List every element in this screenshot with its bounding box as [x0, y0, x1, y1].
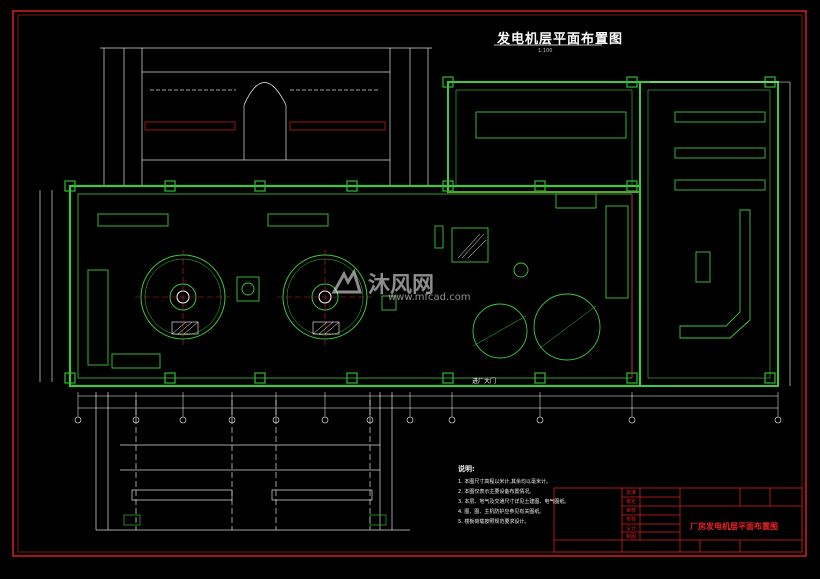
title-block-row: 制图 [626, 534, 637, 540]
upstream-structure [100, 47, 432, 186]
watermark-logo-icon [331, 268, 363, 294]
note-item: 5. 楼板荷载按照规范要求设计。 [458, 519, 530, 525]
title-block-drawing-name: 厂房发电机层平面布置图 [690, 522, 778, 531]
columns [64, 76, 776, 384]
title-block [553, 487, 803, 553]
axis-markers [74, 392, 782, 424]
watermark-url: www.mfcad.com [388, 292, 471, 303]
column [764, 372, 776, 384]
title-block-row: 批准 [626, 490, 637, 496]
column [164, 372, 176, 384]
hatch-grids [171, 233, 487, 335]
note-item: 3. 本层、地气及交通尺寸详见土建图、电气图纸。 [458, 499, 570, 505]
watermark-name: 沐风网 [368, 273, 435, 298]
axis-bubble [406, 416, 414, 424]
column [164, 180, 176, 192]
column [346, 180, 358, 192]
column [626, 180, 638, 192]
column [442, 76, 454, 88]
dimension-lines [39, 81, 791, 409]
title-block-row: 设计 [626, 526, 637, 532]
column [64, 372, 76, 384]
drawing-scale: 1:100 [538, 48, 553, 54]
watermark: 沐风网 [330, 266, 434, 300]
title-block-row: 校核 [626, 517, 637, 523]
downstream-structure [95, 392, 410, 531]
axis-bubble [179, 416, 187, 424]
column [254, 372, 266, 384]
axis-bubble [321, 416, 329, 424]
axis-bubble [74, 416, 82, 424]
notes-block: 说明: 1. 本图尺寸高程以米计,其余均以毫米计。 2. 本图仅表示主要设备布置… [458, 464, 569, 527]
entrance-door-label: 进厂大门 [472, 378, 497, 385]
auxiliary-equipment [87, 111, 766, 369]
axis-bubble [628, 416, 636, 424]
drawing-title: 发电机层平面布置图 [497, 32, 624, 47]
column [534, 372, 546, 384]
drawing-inner-frame [17, 14, 803, 553]
column [346, 372, 358, 384]
axis-bubble [774, 416, 782, 424]
column [442, 372, 454, 384]
column [254, 180, 266, 192]
generator-unit-1 [135, 250, 230, 345]
note-item: 4. 图、图、主机防护应参见有关图纸。 [458, 509, 545, 515]
title-block-row: 审定 [626, 499, 637, 505]
drawing-frame [12, 10, 807, 557]
note-item: 2. 本图仅表示主要设备布置情况。 [458, 489, 535, 495]
title-block-row: 审核 [626, 508, 637, 514]
column [534, 180, 546, 192]
notes-heading: 说明: [458, 465, 475, 473]
column [64, 180, 76, 192]
axis-bubble [448, 416, 456, 424]
note-item: 1. 本图尺寸高程以米计,其余均以毫米计。 [458, 479, 551, 485]
generator-unit-2 [277, 250, 372, 345]
column [442, 180, 454, 192]
column [626, 76, 638, 88]
main-hall-walls [68, 81, 779, 388]
axis-bubble [536, 416, 544, 424]
